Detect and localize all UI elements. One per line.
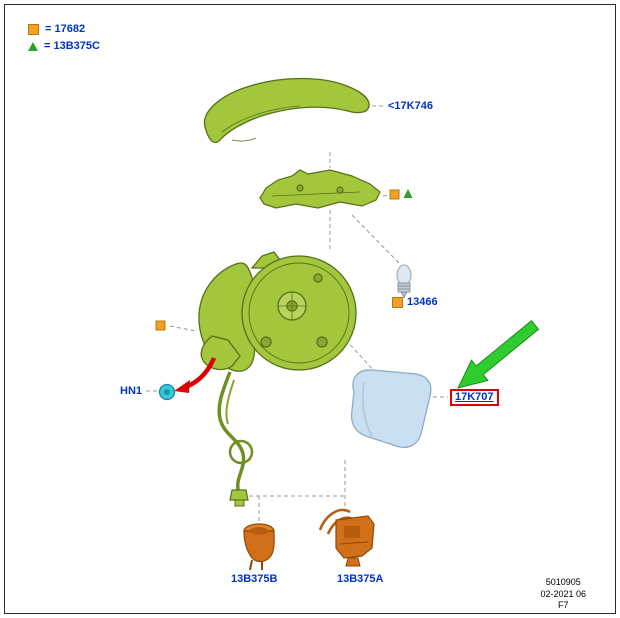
- legend: = 17682 = 13B375C: [28, 23, 100, 52]
- orange-square-marker: [389, 189, 400, 200]
- nut-part[interactable]: [158, 383, 176, 401]
- footer-doc-number: 5010905: [545, 576, 581, 587]
- part-label-bulb[interactable]: 13466: [392, 296, 438, 308]
- fastener-markers: [155, 189, 413, 331]
- connector-a-part[interactable]: [318, 508, 375, 567]
- legend-item-13B375C[interactable]: = 13B375C: [28, 40, 100, 52]
- part-label-bulb-text: 13466: [407, 296, 438, 308]
- mirror-cap-part[interactable]: [203, 77, 370, 144]
- green-triangle-marker-icon: [28, 41, 38, 51]
- part-label-nut[interactable]: HN1: [120, 385, 143, 397]
- orange-square-marker-icon: [28, 23, 39, 35]
- wiring-harness-part[interactable]: [217, 371, 254, 507]
- orange-square-marker-icon: [392, 296, 403, 308]
- part-label-mirror-cap[interactable]: <17K746: [388, 100, 433, 112]
- part-label-connector-b[interactable]: 13B375B: [231, 573, 278, 585]
- legend-label: = 13B375C: [44, 40, 100, 52]
- mirror-glass-part[interactable]: [350, 369, 432, 449]
- legend-label: = 17682: [45, 23, 86, 35]
- bulb-part[interactable]: [396, 264, 412, 299]
- mirror-body-part[interactable]: [198, 251, 357, 372]
- legend-item-17682[interactable]: = 17682: [28, 23, 100, 35]
- red-arrow-icon: [174, 357, 217, 393]
- orange-square-marker: [155, 320, 166, 331]
- connector-b-part[interactable]: [243, 523, 275, 571]
- green-highlight-arrow-icon: [457, 319, 540, 389]
- footer-block: 5010905 02-2021 06 F7: [540, 577, 586, 612]
- footer-revision: 02-2021 06: [540, 588, 586, 599]
- part-label-connector-a[interactable]: 13B375A: [337, 573, 384, 585]
- signal-bracket-part[interactable]: [259, 169, 381, 209]
- footer-frame: F7: [557, 600, 569, 611]
- green-triangle-marker: [403, 189, 413, 198]
- part-label-mirror-glass-selected[interactable]: 17K707: [450, 389, 499, 406]
